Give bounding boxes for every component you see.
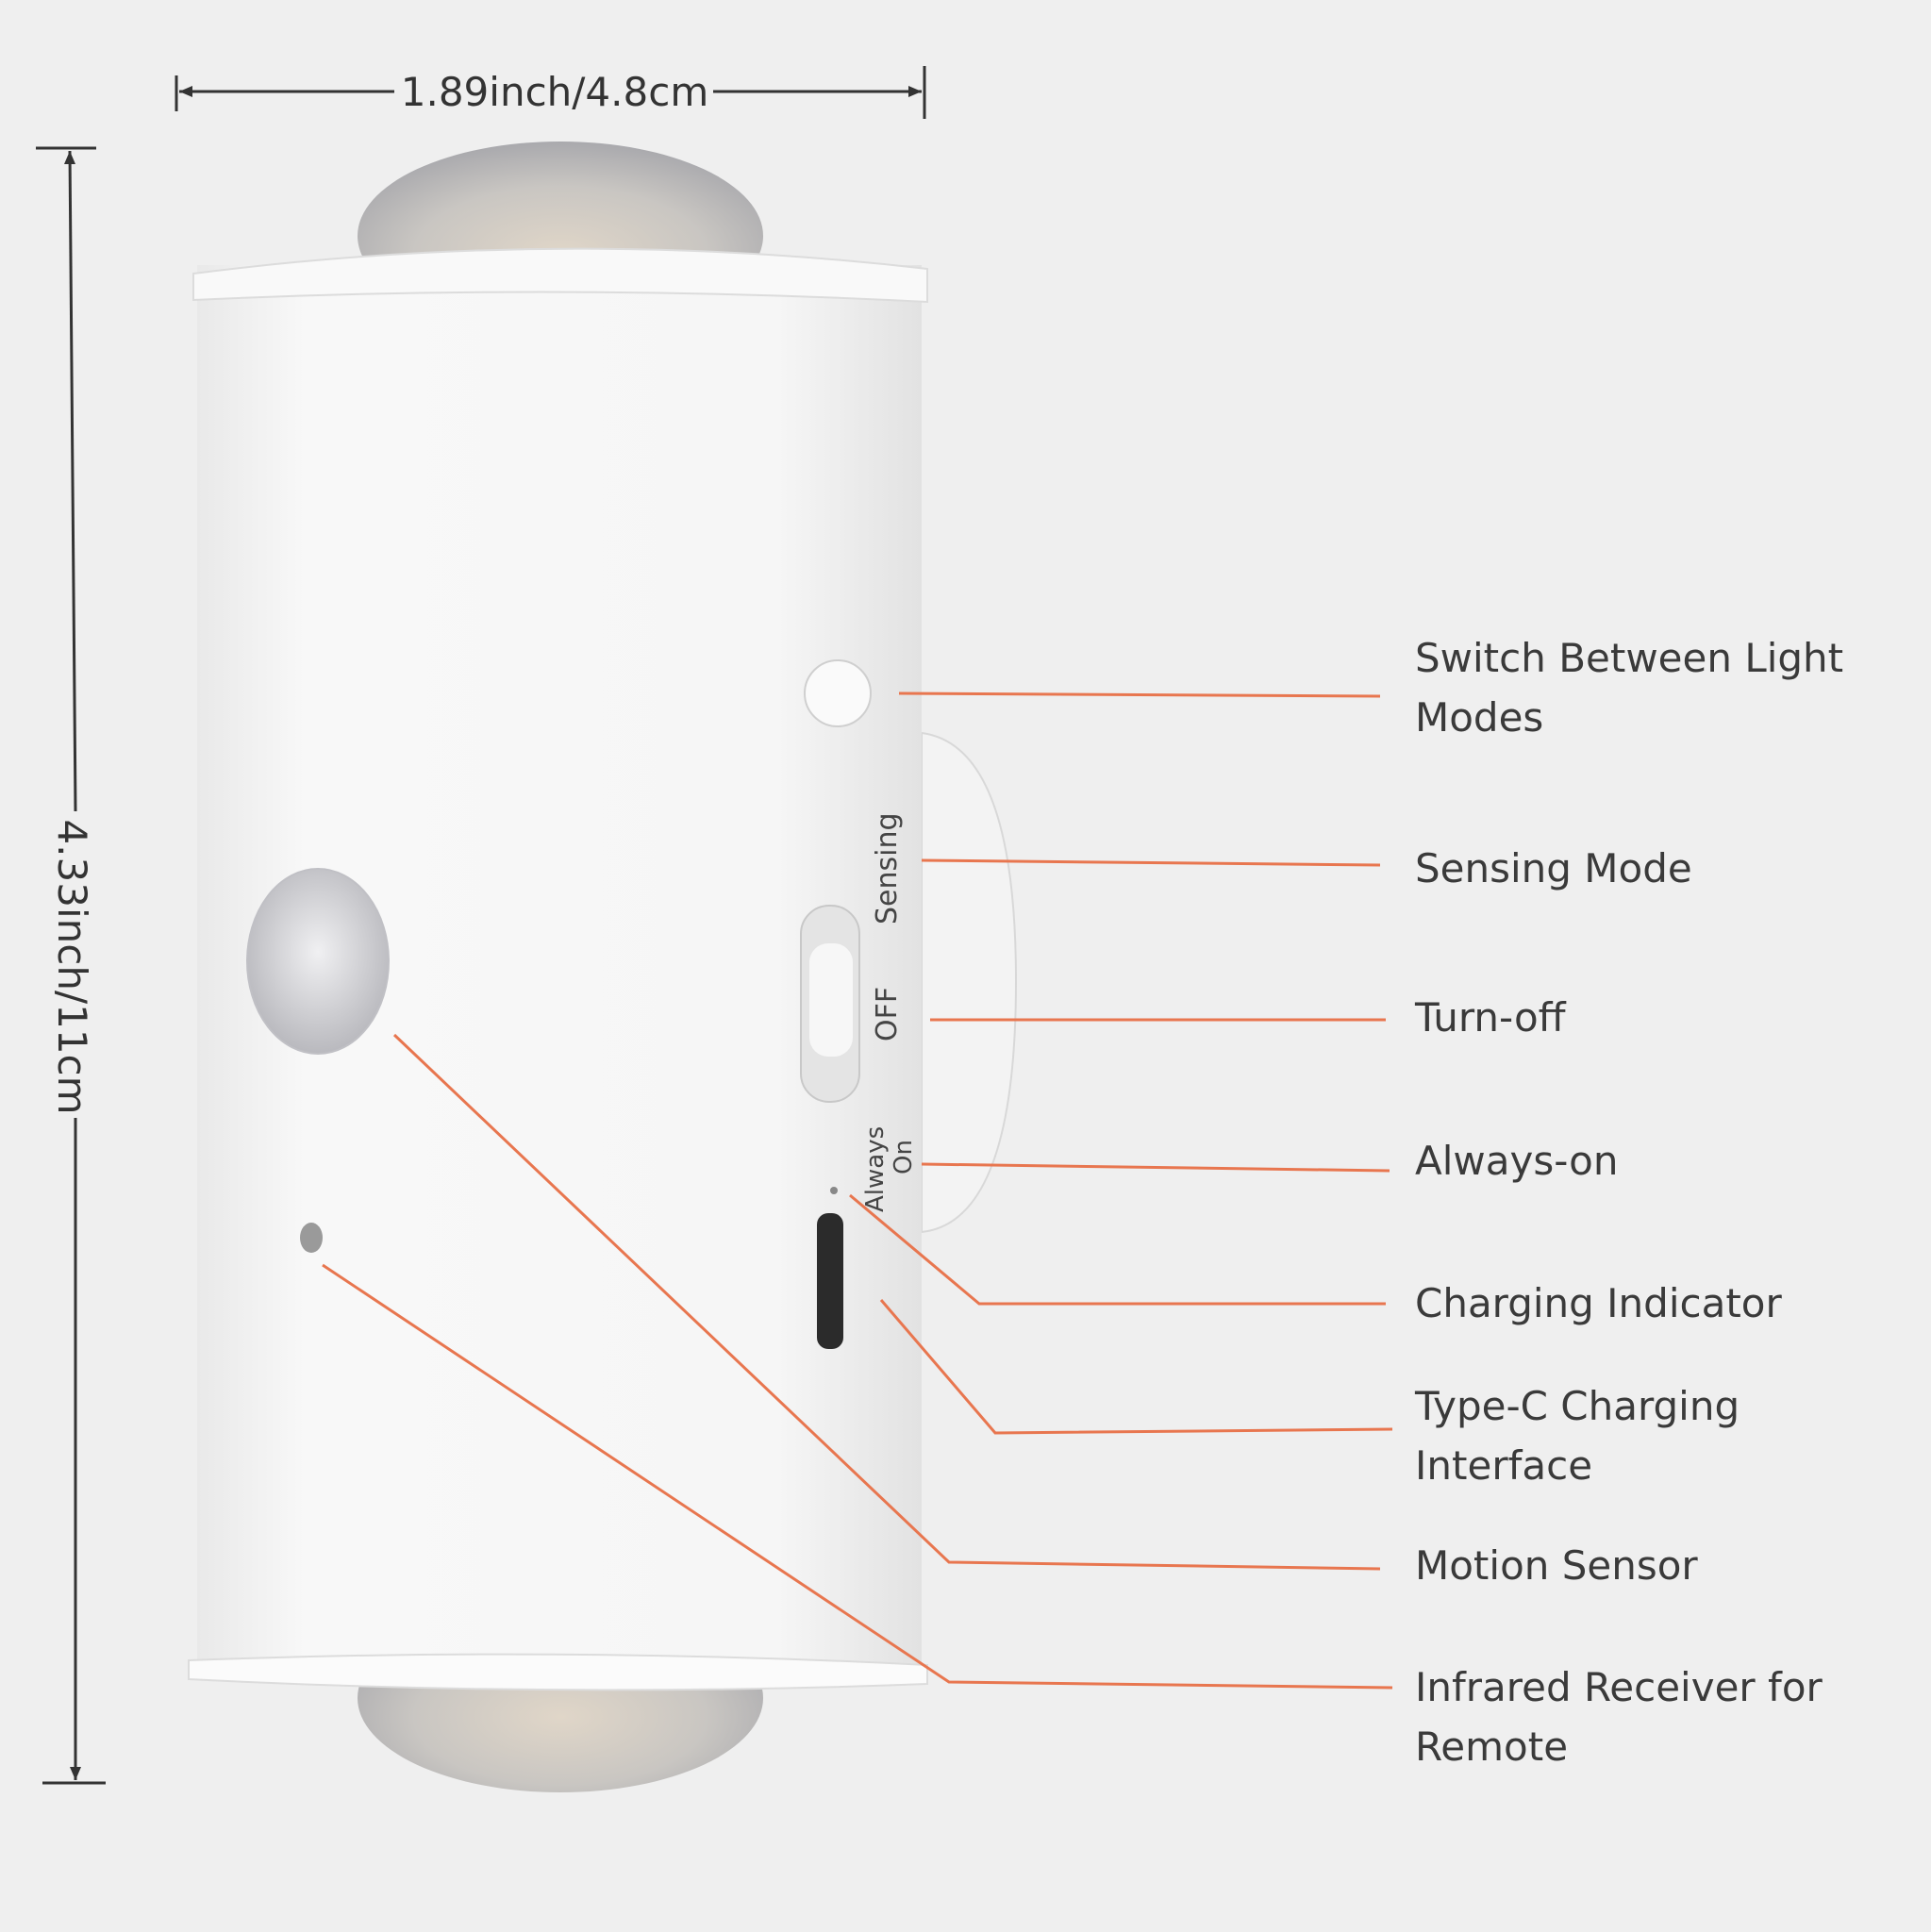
infrared-receiver — [300, 1223, 323, 1253]
leader-mode-switch — [898, 691, 1381, 698]
callout-infrared-receiver: Infrared Receiver for Remote — [1415, 1664, 1835, 1770]
leader-type-c — [879, 1299, 1393, 1435]
callout-motion-sensor: Motion Sensor — [1415, 1542, 1698, 1589]
sensing-marking: Sensing — [871, 812, 904, 924]
motion-sensor-lens — [246, 868, 390, 1055]
height-dimension: 4.33inch/11cm — [36, 146, 106, 1785]
leader-infrared — [322, 1263, 1393, 1690]
callout-charging-indicator: Charging Indicator — [1415, 1280, 1782, 1326]
off-marking: OFF — [871, 987, 904, 1041]
callout-sensing-mode: Sensing Mode — [1415, 845, 1692, 891]
height-label: 4.33inch/11cm — [49, 819, 95, 1114]
leader-always-on — [921, 1162, 1390, 1173]
on-marking: On — [890, 1140, 918, 1174]
night-light-device: Sensing OFF Always On — [188, 142, 1018, 1792]
width-label: 1.89inch/4.8cm — [401, 69, 708, 115]
callout-mode-switch: Switch Between Light Modes — [1415, 635, 1856, 741]
leader-charging-indicator — [849, 1193, 1386, 1306]
callout-type-c: Type-C Charging Interface — [1414, 1383, 1752, 1489]
bottom-rim — [188, 1653, 928, 1691]
type-c-port — [817, 1213, 843, 1349]
charging-indicator-led — [830, 1187, 838, 1194]
leader-sensing — [921, 858, 1381, 867]
callout-always-on: Always-on — [1415, 1138, 1618, 1184]
leader-motion-sensor — [392, 1033, 1381, 1571]
always-marking: Always — [861, 1126, 890, 1212]
top-rim — [192, 247, 928, 304]
callout-labels: Switch Between Light Modes Sensing Mode … — [1414, 635, 1856, 1770]
slider-knob — [809, 943, 853, 1057]
mode-button — [804, 659, 872, 727]
mount-bracket — [921, 731, 1018, 1234]
leader-lines — [322, 691, 1393, 1690]
width-dimension: 1.89inch/4.8cm — [175, 66, 926, 119]
callout-turn-off: Turn-off — [1414, 994, 1567, 1041]
